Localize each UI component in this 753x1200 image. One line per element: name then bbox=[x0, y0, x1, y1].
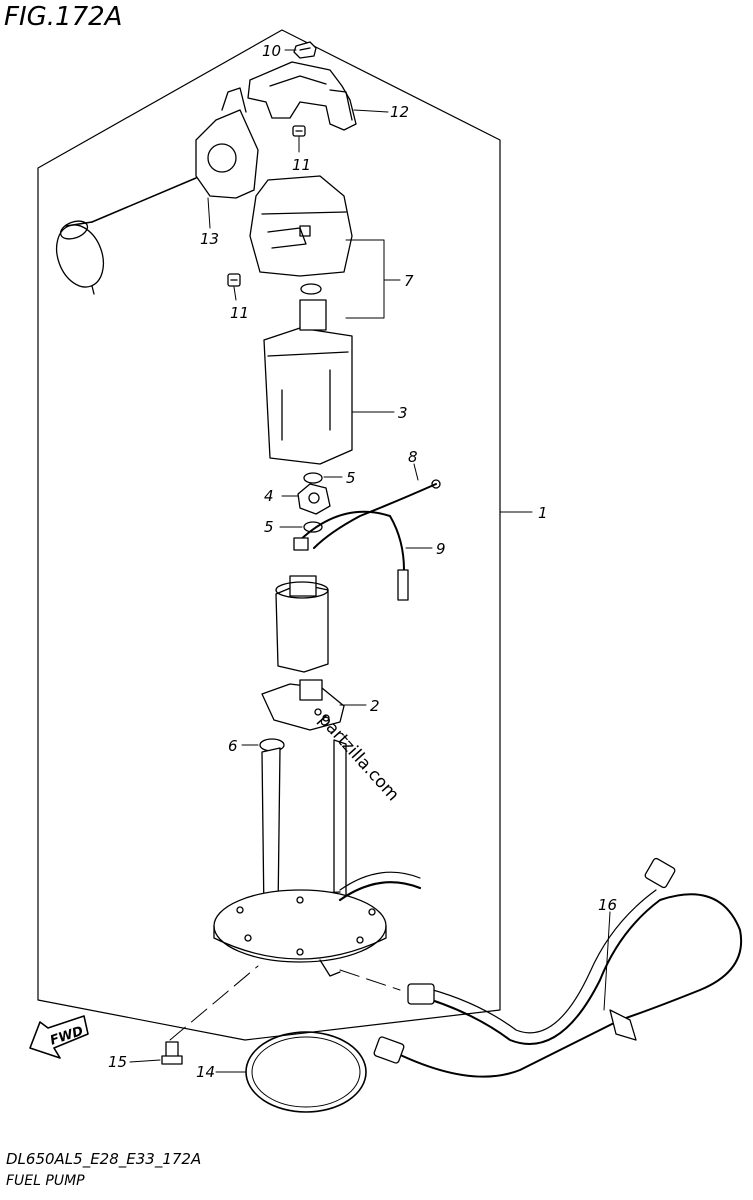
callout-8: 8 bbox=[408, 448, 418, 466]
callout-16: 16 bbox=[598, 896, 617, 914]
part-regulator-4 bbox=[297, 483, 331, 515]
callout-14: 14 bbox=[196, 1063, 215, 1081]
part-hose-16 bbox=[373, 857, 743, 1078]
part-oring-5a bbox=[303, 472, 323, 484]
callout-11-top: 11 bbox=[292, 156, 311, 174]
part-top-cover-7 bbox=[249, 175, 353, 295]
callout-10: 10 bbox=[262, 42, 281, 60]
callout-5-top: 5 bbox=[346, 469, 356, 487]
callout-4: 4 bbox=[264, 487, 274, 505]
part-bracket-12 bbox=[247, 61, 357, 131]
callout-9: 9 bbox=[436, 540, 446, 558]
part-wire-8 bbox=[313, 479, 441, 549]
part-gasket-14 bbox=[245, 1031, 367, 1113]
part-bolt-11-left bbox=[227, 273, 241, 287]
part-bolt-11-top bbox=[292, 125, 306, 137]
part-filter-2 bbox=[261, 679, 345, 731]
callout-5-bottom: 5 bbox=[264, 518, 274, 536]
part-bolt-15 bbox=[161, 1041, 183, 1065]
callout-13: 13 bbox=[200, 230, 219, 248]
part-clip-10 bbox=[293, 41, 317, 59]
callout-15: 15 bbox=[108, 1053, 127, 1071]
assembly-outline bbox=[37, 29, 501, 1041]
part-canister-3 bbox=[263, 299, 353, 465]
part-pump-motor bbox=[275, 575, 329, 673]
fwd-arrow-icon: FWD bbox=[29, 1015, 89, 1059]
figure-code: DL650AL5_E28_E33_172A bbox=[6, 1150, 202, 1168]
callout-11-left: 11 bbox=[230, 304, 249, 322]
watermark-text: partzilla.com bbox=[314, 710, 403, 805]
part-oring-5b bbox=[303, 521, 323, 533]
callout-6: 6 bbox=[228, 737, 238, 755]
callout-12: 12 bbox=[390, 103, 409, 121]
leader-lines bbox=[129, 49, 611, 1073]
callout-7: 7 bbox=[404, 272, 414, 290]
callout-3: 3 bbox=[398, 404, 408, 422]
callout-1: 1 bbox=[538, 504, 548, 522]
figure-subtitle: FUEL PUMP bbox=[6, 1173, 85, 1189]
part-wire-9 bbox=[293, 510, 409, 601]
callout-2: 2 bbox=[370, 697, 380, 715]
part-pump-bracket bbox=[213, 739, 422, 977]
part-level-sender-13 bbox=[55, 87, 259, 295]
figure-title: FIG.172A bbox=[4, 2, 123, 32]
